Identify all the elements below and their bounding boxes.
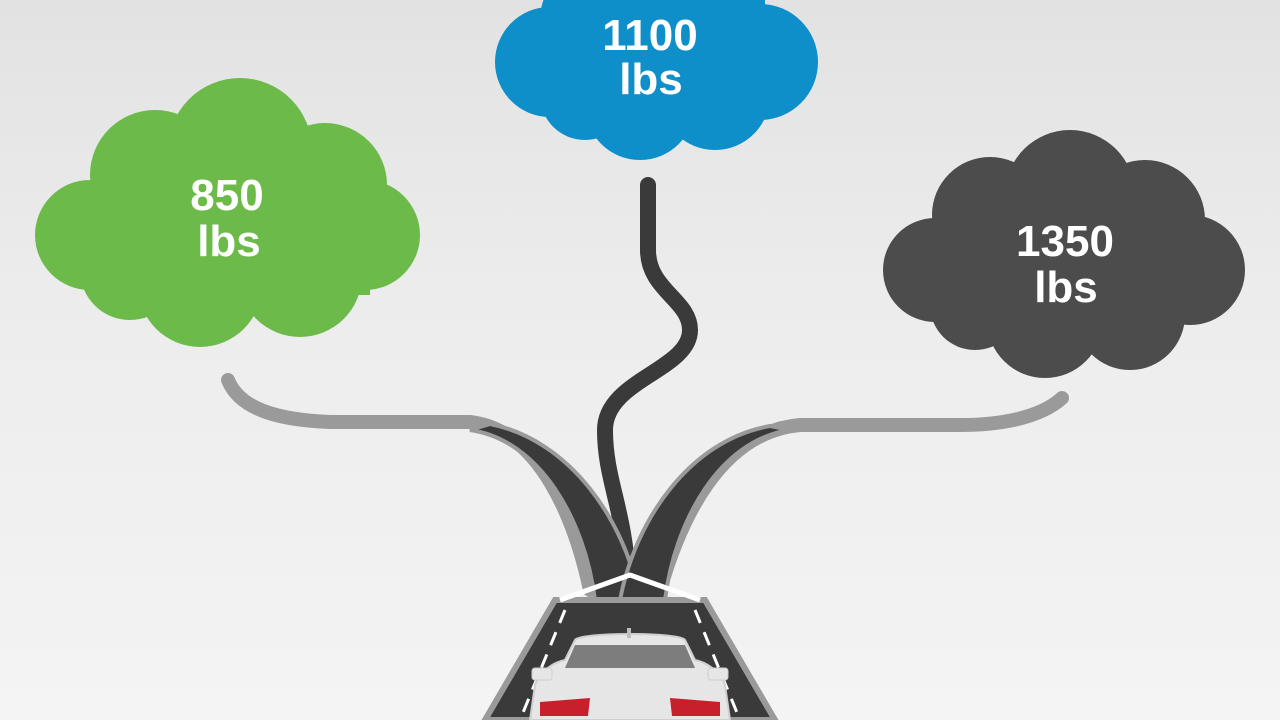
- middle-road: [596, 177, 699, 588]
- left-road: [221, 373, 597, 597]
- lane-marking-left: [518, 609, 567, 720]
- cloud-unit-gray: lbs: [1034, 263, 1098, 312]
- left-tail-light: [540, 698, 590, 716]
- green-cloud: 850 lbs: [35, 78, 420, 347]
- cloud-value-blue: 1100: [602, 11, 697, 60]
- right-mirror: [707, 667, 729, 681]
- right-fork-lane: [617, 423, 791, 602]
- left-mirror: [531, 667, 553, 681]
- car: [528, 628, 732, 720]
- fork-divider: [559, 572, 701, 603]
- cloud-shape-blue: [495, 0, 818, 160]
- cloud-value-gray: 1350: [1016, 217, 1114, 266]
- lane-marking-right: [693, 609, 742, 720]
- car-antenna: [627, 628, 631, 638]
- gray-cloud: 1350 lbs: [883, 130, 1245, 378]
- cloud-unit-blue: lbs: [619, 55, 683, 104]
- cloud-shape-green: [35, 78, 420, 347]
- cloud-shape-gray: [883, 130, 1245, 378]
- blue-cloud: 1100 lbs: [495, 0, 818, 160]
- cloud-value-green: 850: [190, 171, 263, 220]
- right-road: [653, 391, 1069, 597]
- right-tail-light: [670, 698, 720, 716]
- car-rear-window: [565, 645, 695, 668]
- cloud-unit-green: lbs: [197, 217, 261, 266]
